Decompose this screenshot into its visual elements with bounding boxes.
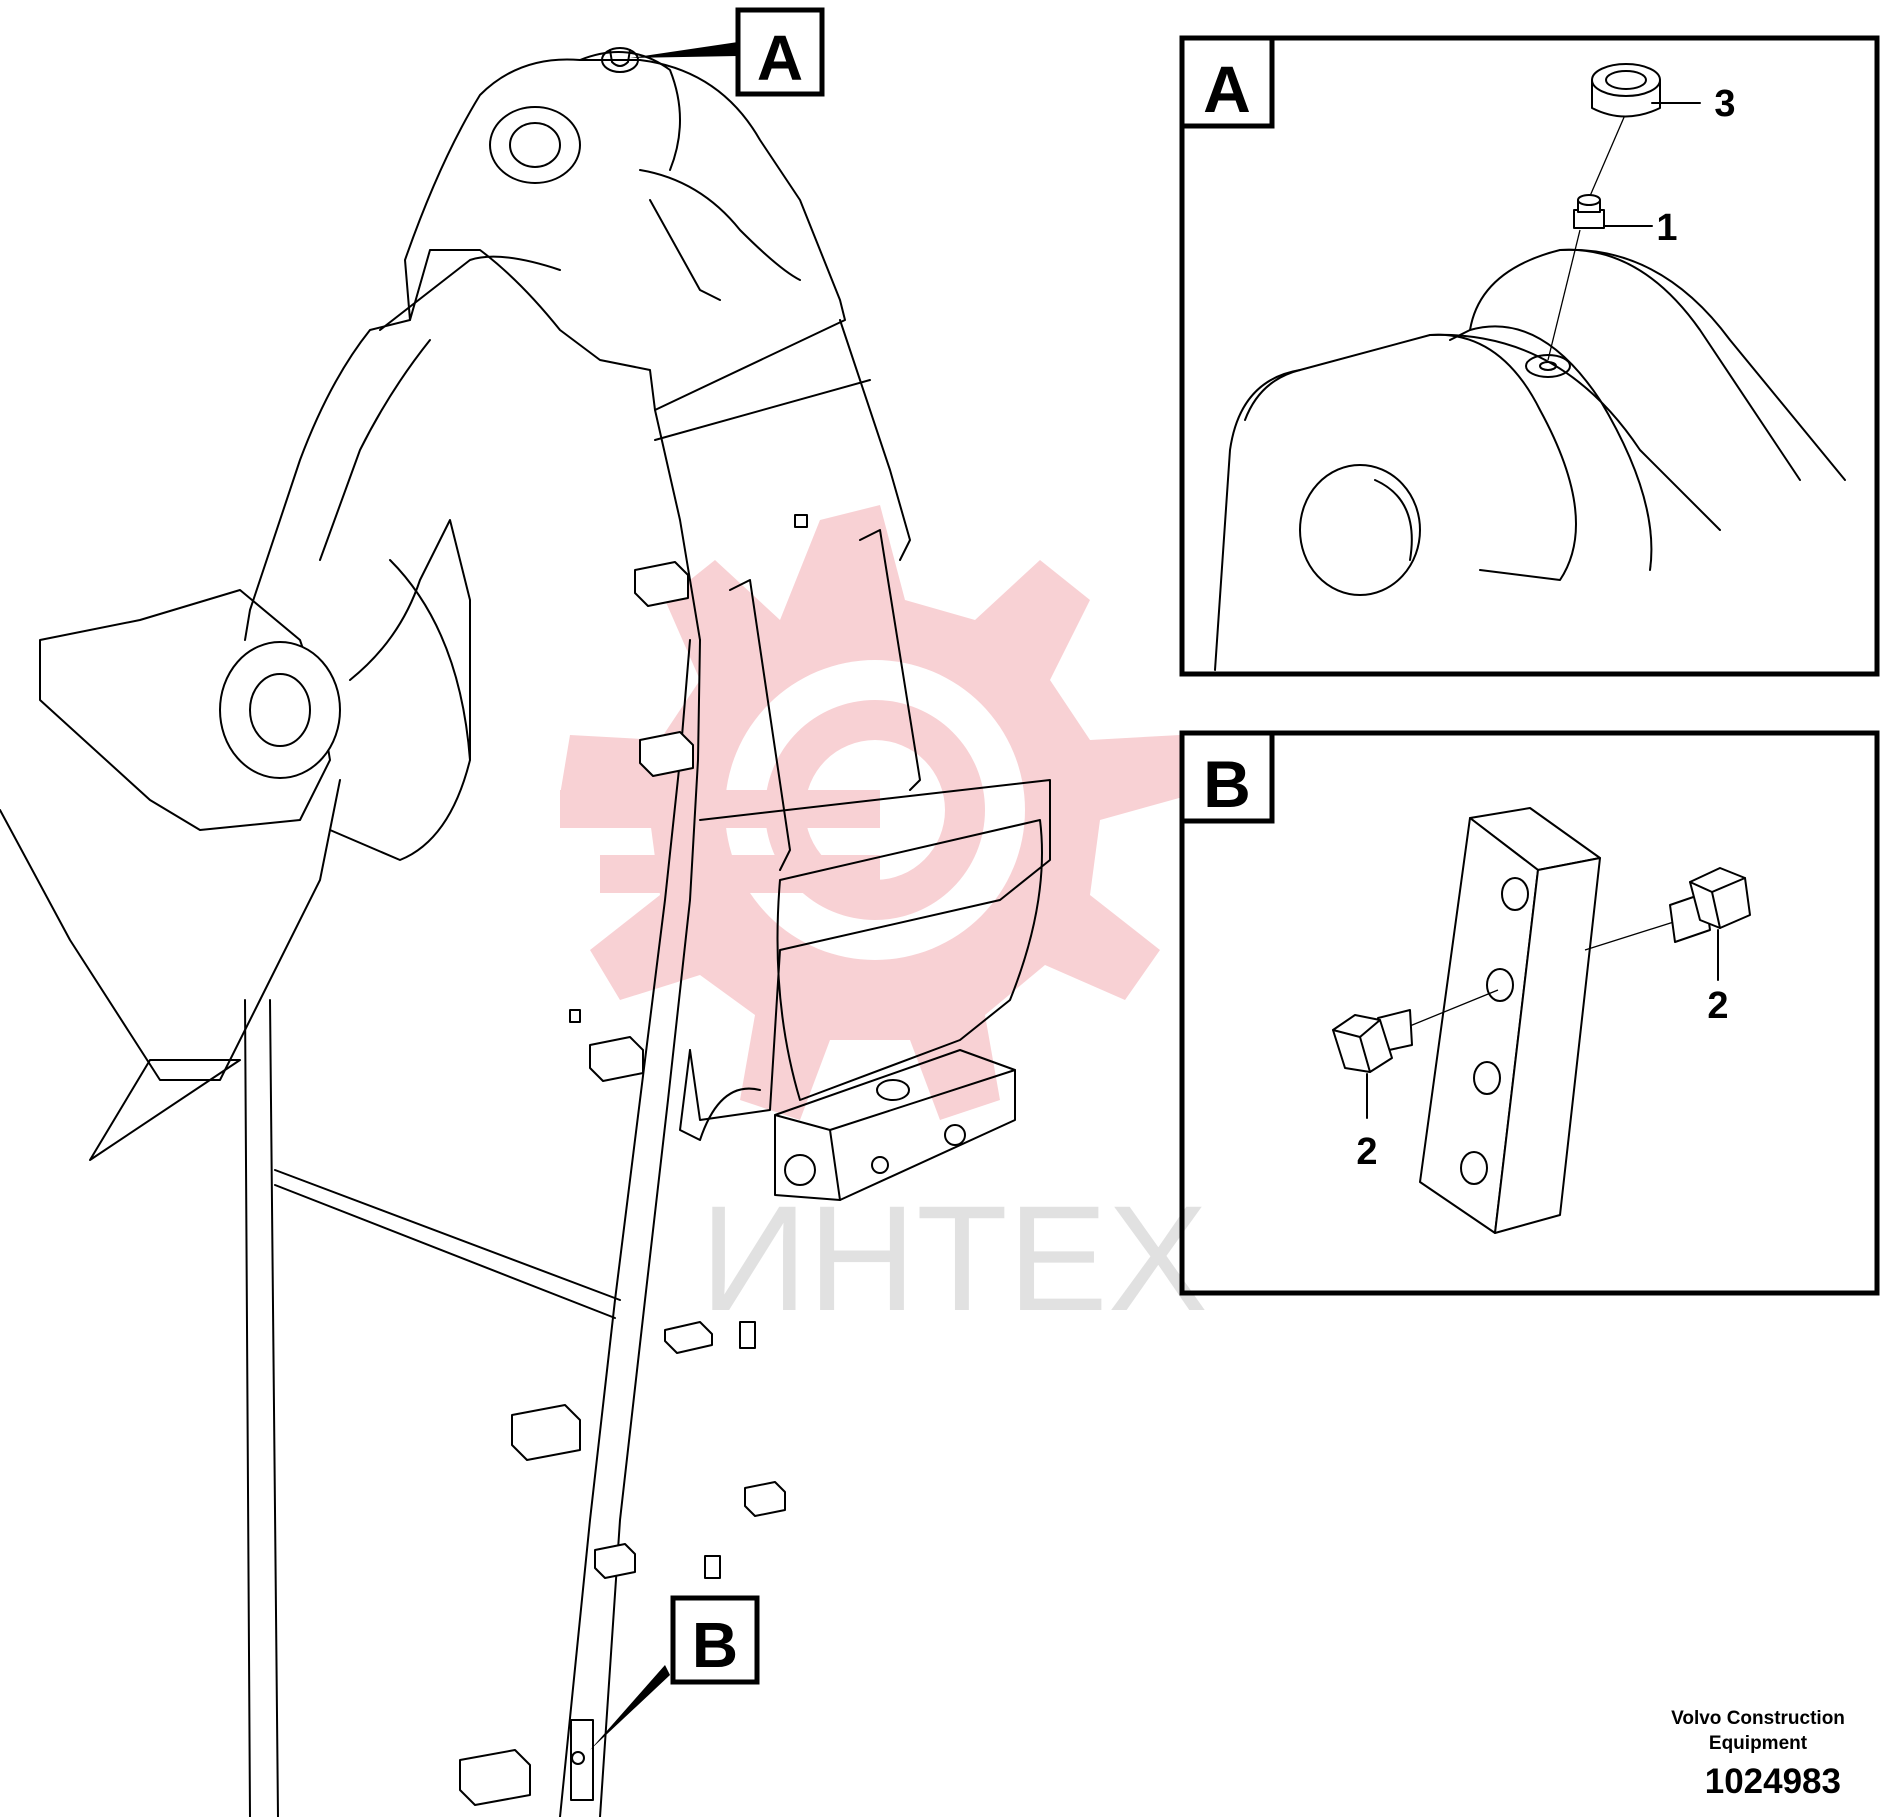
mounting-bar	[1419, 807, 1601, 1234]
plug-bolt-left-icon	[1332, 1009, 1413, 1119]
leader-a	[630, 42, 738, 58]
callout-b: B	[670, 1595, 760, 1685]
item-1-label: 1	[1656, 207, 1677, 249]
watermark-gear-icon	[560, 505, 1190, 1120]
watermark-text: ИНТЕХ	[700, 1174, 1208, 1342]
document-number: 1024983	[1704, 1762, 1841, 1801]
svg-text:A: A	[1203, 52, 1251, 126]
detail-a-panel: A 3 1	[1179, 35, 1880, 677]
boom-drawing	[0, 42, 1051, 1817]
leader-b	[590, 1665, 670, 1750]
boom-blocks	[459, 514, 808, 1806]
item-3-label: 3	[1714, 83, 1735, 125]
detail-b-panel: B 2 2	[1179, 730, 1880, 1296]
grease-nipple-icon	[1573, 194, 1605, 229]
watermark: ИНТЕХ	[560, 505, 1208, 1342]
item-2-right-label: 2	[1707, 985, 1728, 1027]
cap-icon	[1591, 63, 1661, 118]
svg-text:A: A	[757, 22, 803, 94]
svg-text:B: B	[1203, 747, 1251, 821]
callout-a: A	[735, 7, 825, 97]
item-2-left-label: 2	[1356, 1131, 1377, 1173]
svg-text:B: B	[692, 1609, 738, 1681]
plug-bolt-right-icon	[1669, 867, 1751, 981]
company-credit: Volvo Construction Equipment	[1671, 1708, 1845, 1754]
